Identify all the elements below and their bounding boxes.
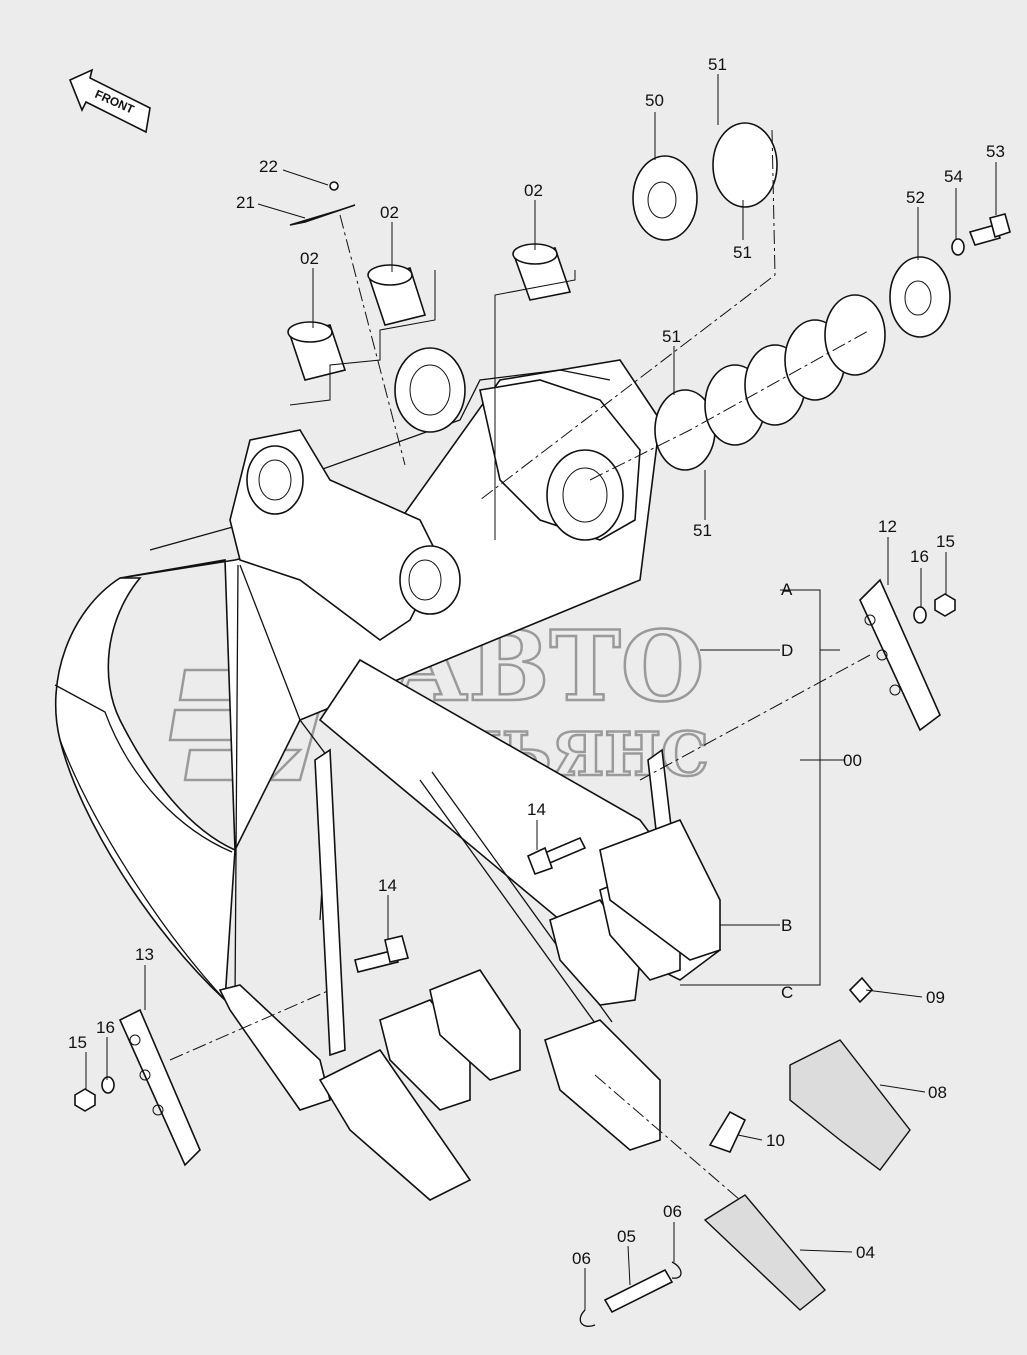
callout-12: 12 [878, 517, 897, 536]
pin-boss-1 [246, 445, 304, 515]
nut-15-left [74, 1088, 96, 1112]
plate-21 [289, 204, 356, 226]
bushing-02-left [287, 321, 347, 381]
tooth-adapter-08 [789, 1039, 911, 1171]
callout-15-right: 15 [936, 532, 955, 551]
tooth-point-09 [848, 976, 874, 1004]
pin-05 [603, 1268, 674, 1314]
callout-54: 54 [944, 167, 963, 186]
callout-14-lower: 14 [378, 876, 397, 895]
washer-16-left [101, 1076, 115, 1094]
front-arrow: FRONT [68, 68, 151, 134]
callout-14-upper: 14 [527, 800, 546, 819]
retainer-06-left [579, 1309, 596, 1327]
retainer-06-right [671, 1261, 682, 1279]
callout-51-mid: 51 [733, 243, 752, 262]
callout-A: A [781, 580, 793, 599]
bucket-body [54, 347, 721, 1201]
bolt-14-lower [354, 935, 409, 973]
callout-06-right: 06 [663, 1202, 682, 1221]
washer-54 [951, 238, 965, 256]
callout-13: 13 [135, 945, 154, 964]
callout-50: 50 [645, 91, 664, 110]
lock-10 [708, 1110, 747, 1153]
callout-10: 10 [766, 1131, 785, 1150]
shim-51-top [712, 122, 778, 208]
callout-51-bottom: 51 [693, 521, 712, 540]
callout-05: 05 [617, 1227, 636, 1246]
bushing-02-right [512, 243, 572, 301]
callout-51-top: 51 [708, 55, 727, 74]
pin-boss-2 [394, 347, 466, 433]
bushing-02-middle [367, 264, 427, 326]
nut-15-right [934, 593, 956, 617]
side-cutter-12 [859, 578, 941, 732]
callout-53: 53 [986, 142, 1005, 161]
shim-50 [632, 155, 698, 241]
tooth-04 [703, 1194, 826, 1311]
bolt-14-upper [526, 836, 587, 876]
callout-C: C [781, 983, 793, 1002]
callout-22: 22 [259, 157, 278, 176]
screw-22 [329, 181, 339, 191]
callout-51-stack: 51 [662, 327, 681, 346]
callouts: 22 21 02 02 02 50 51 51 51 51 52 53 54 1… [68, 55, 1005, 1268]
callout-02-right: 02 [524, 181, 543, 200]
plate-52 [889, 256, 951, 338]
callout-16-left: 16 [96, 1018, 115, 1037]
leader-lines [85, 74, 997, 1310]
callout-08: 08 [928, 1083, 947, 1102]
callout-16-right: 16 [910, 547, 929, 566]
callout-15-left: 15 [68, 1033, 87, 1052]
callout-02-middle: 02 [380, 203, 399, 222]
callout-04: 04 [856, 1243, 875, 1262]
callout-09: 09 [926, 988, 945, 1007]
pin-boss-3 [546, 449, 624, 541]
callout-02-left: 02 [300, 249, 319, 268]
callout-D: D [781, 641, 793, 660]
side-cutter-13 [118, 1008, 201, 1167]
callout-B: B [781, 916, 792, 935]
bolt-53 [968, 213, 1011, 246]
callout-06-left: 06 [572, 1249, 591, 1268]
washer-16-right [913, 606, 927, 624]
callout-52: 52 [906, 188, 925, 207]
assembly-lines [169, 129, 871, 1201]
pin-boss-4 [399, 545, 461, 615]
callout-00: 00 [843, 751, 862, 770]
shim-51-stack [654, 294, 886, 471]
callout-21: 21 [236, 193, 255, 212]
